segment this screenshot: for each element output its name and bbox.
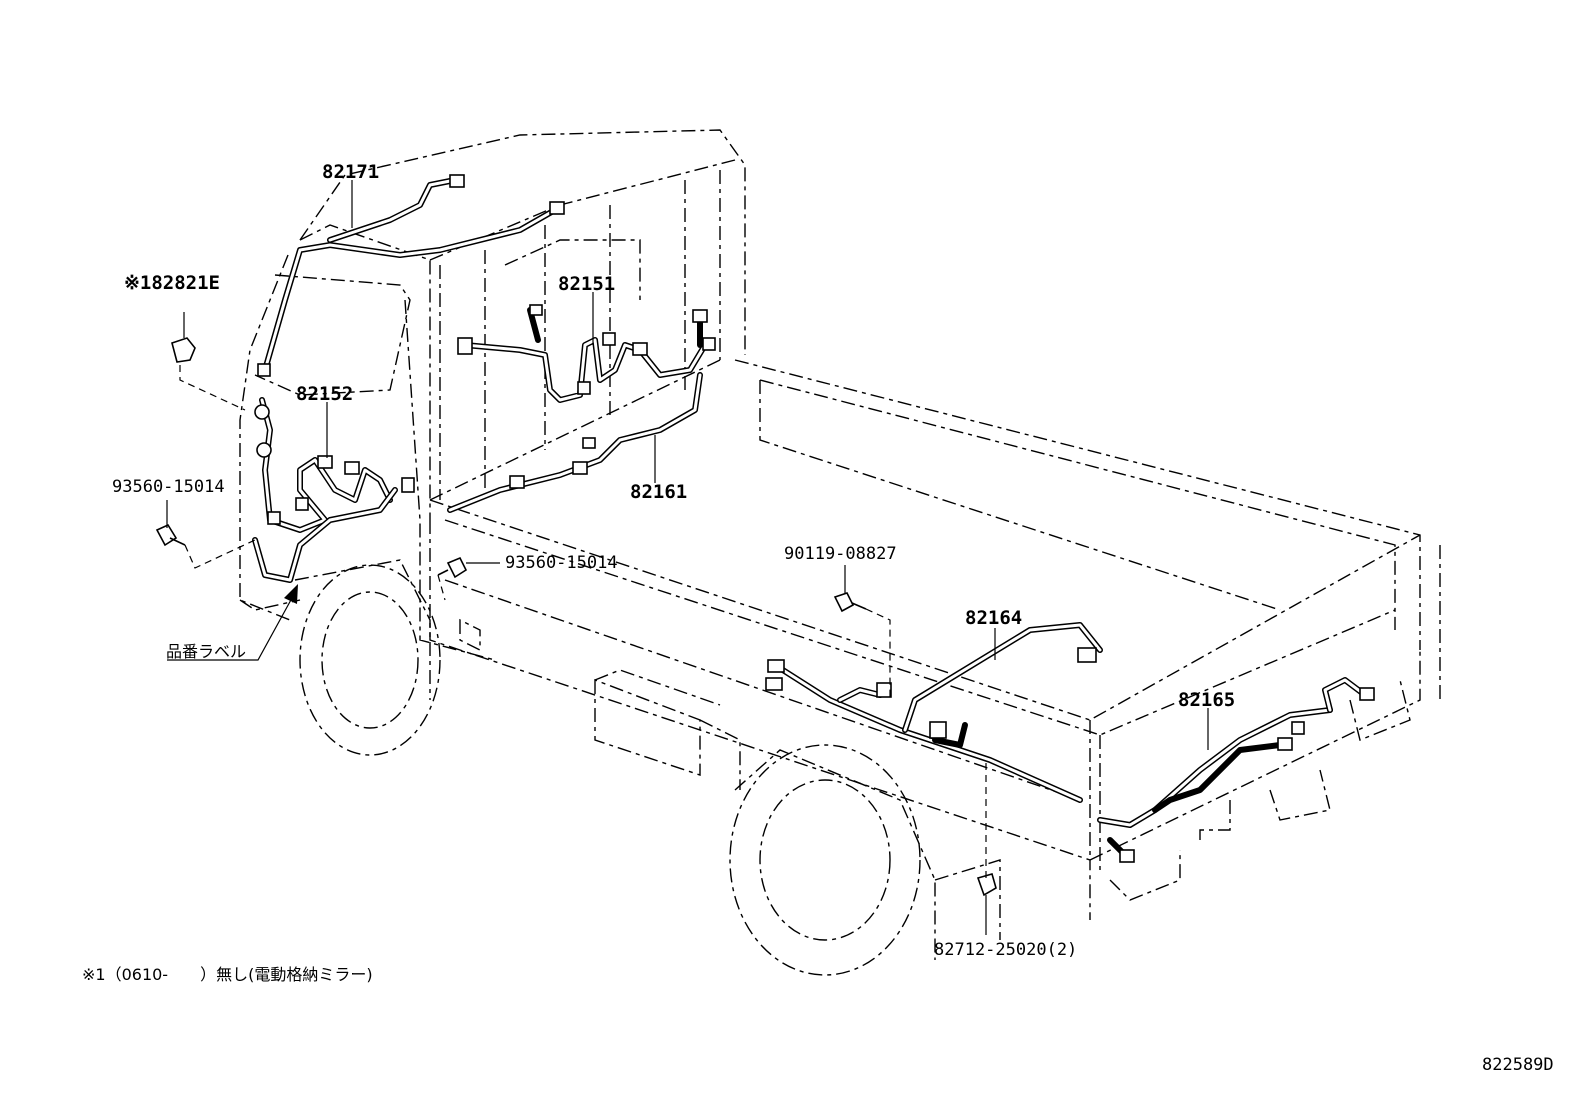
- fuel-tank: [594, 669, 741, 790]
- label-82151: 82151: [558, 273, 615, 295]
- label-93560-b: 93560-15014: [505, 553, 618, 573]
- cargo-bed-outline: [429, 359, 1441, 920]
- label-82164: 82164: [965, 607, 1022, 629]
- label-82712: 82712-25020(2): [934, 940, 1077, 960]
- cab-outline: [239, 129, 746, 661]
- bolt-93560-a: [155, 500, 256, 569]
- harness-82165: [1097, 677, 1375, 863]
- label-part-label: 品番ラベル: [166, 642, 246, 661]
- harness-82171: [257, 174, 565, 377]
- harness-82164: [765, 622, 1103, 803]
- harness-82151: [457, 304, 716, 403]
- label-93560-a: 93560-15014: [112, 477, 225, 497]
- bolt-90119: [833, 565, 891, 700]
- part-label-pointer: [167, 584, 298, 661]
- clip-82821e: [171, 312, 246, 411]
- figure-code: 822589D: [1482, 1055, 1554, 1075]
- harness-82152: [252, 397, 415, 583]
- clip-82712: [976, 760, 997, 935]
- label-82161: 82161: [630, 481, 687, 503]
- bolt-93560-b: [437, 556, 500, 601]
- label-82152: 82152: [296, 383, 353, 405]
- label-82171: 82171: [322, 161, 379, 183]
- label-82165: 82165: [1178, 689, 1235, 711]
- leader-lines: [326, 180, 1209, 750]
- label-90119: 90119-08827: [784, 544, 897, 564]
- footnote: ※1（0610- ）無し(電動格納ミラー): [82, 965, 373, 984]
- front-wheel: [294, 559, 441, 756]
- rear-wheel: [729, 744, 1001, 976]
- label-82821e: ※182821E: [124, 272, 220, 294]
- harness-82161: [447, 372, 703, 513]
- part-number-labels: 82171 ※182821E 82151 82152 93560-15014 8…: [112, 161, 1235, 960]
